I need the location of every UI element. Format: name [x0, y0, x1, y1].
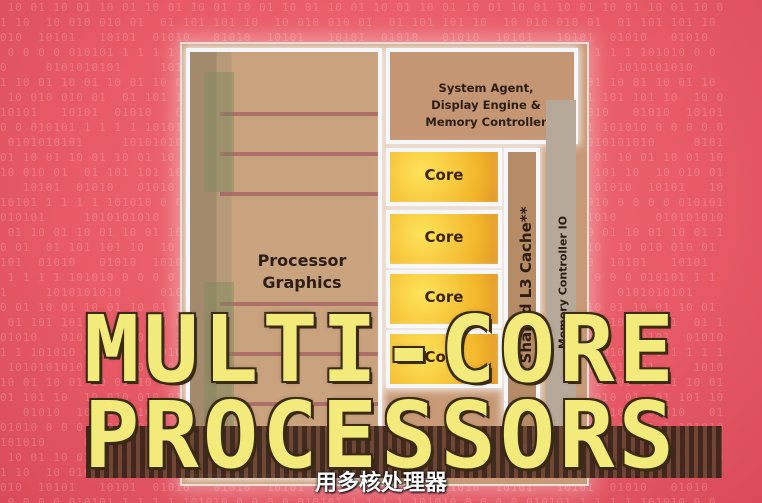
title-backdrop-band — [86, 426, 722, 478]
memory-controller-io-region: Memory Controller IO — [546, 100, 576, 470]
system-agent-label: System Agent, Display Engine & Memory Co… — [425, 81, 547, 129]
core-label: Core — [424, 166, 464, 184]
processor-die-image: Processor Graphics System Agent, Display… — [180, 42, 589, 486]
core-label: Core — [424, 228, 464, 246]
title-line-2: PROCESSORS — [84, 382, 678, 489]
processor-graphics-label: Processor Graphics — [257, 251, 347, 292]
core-2: Core — [386, 210, 502, 268]
l3-cache-region: Shared L3 Cache** — [504, 148, 540, 448]
title-line-1: MULTI-CORE — [84, 296, 678, 403]
core-1: Core — [386, 148, 502, 206]
core-3: Core — [386, 270, 502, 328]
core-4: Core — [386, 330, 502, 388]
core-label: Core — [424, 348, 464, 366]
subtitle-caption: 用多核处理器 — [314, 471, 447, 496]
core-label: Core — [424, 288, 464, 306]
processor-graphics-region: Processor Graphics — [186, 48, 382, 478]
